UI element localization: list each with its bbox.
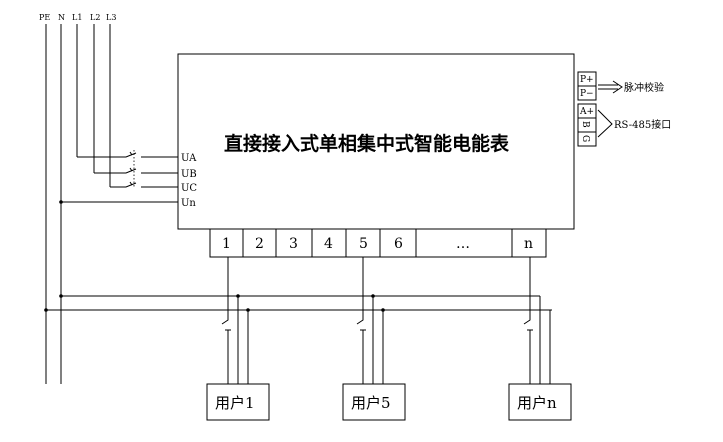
branch-user-n [523,257,551,384]
terminal-label-3: 3 [289,236,298,252]
rs485-annotation: RS-485接口 [614,118,671,131]
port-label-b: B [580,121,590,128]
input-label-ub: UB [181,169,197,180]
user-box-5 [342,383,406,421]
port-label-g: G [580,135,590,142]
terminal-label-ellipsis: … [456,236,470,252]
terminal-strip [209,228,547,258]
terminal-label-5: 5 [359,236,368,252]
port-label-p-minus: P− [580,89,594,99]
bus-label-l1: L1 [72,13,82,22]
bus-label-l3: L3 [106,13,116,22]
branch-user-1 [221,257,250,384]
port-label-a-plus: A+ [579,107,594,117]
terminal-label-n: n [524,236,533,252]
terminal-label-6: 6 [394,236,403,252]
bus-label-n: N [58,13,65,22]
terminal-label-4: 4 [324,236,333,252]
pulse-annotation: 脉冲校验 [624,81,664,94]
terminal-label-1: 1 [222,236,231,252]
branch-user-5 [356,257,385,384]
user-box-n [508,383,572,421]
meter-title: 直接接入式单相集中式智能电能表 [224,132,510,155]
bus-label-pe: PE [39,13,50,22]
phase-feed-ua [77,151,178,158]
junction-n [59,294,63,298]
user-box-1 [206,383,270,421]
user-label-5: 用户5 [351,394,391,412]
port-g [577,131,597,147]
port-label-p-plus: P+ [580,75,594,85]
terminal-label-2: 2 [255,236,264,252]
phase-feed-ub [94,167,178,174]
neutral-feed-un [59,200,178,204]
phase-feed-uc [110,181,178,188]
rs485-bracket [597,109,613,138]
input-label-ua: UA [181,153,197,164]
pulse-arrow [598,80,623,94]
user-label-n: 用户n [517,394,557,412]
junction-pe [44,308,48,312]
port-p-minus [577,85,597,101]
input-label-un: Un [181,198,196,209]
input-label-uc: UC [181,183,197,194]
user-label-1: 用户1 [215,394,255,412]
bus-label-l2: L2 [90,13,100,22]
